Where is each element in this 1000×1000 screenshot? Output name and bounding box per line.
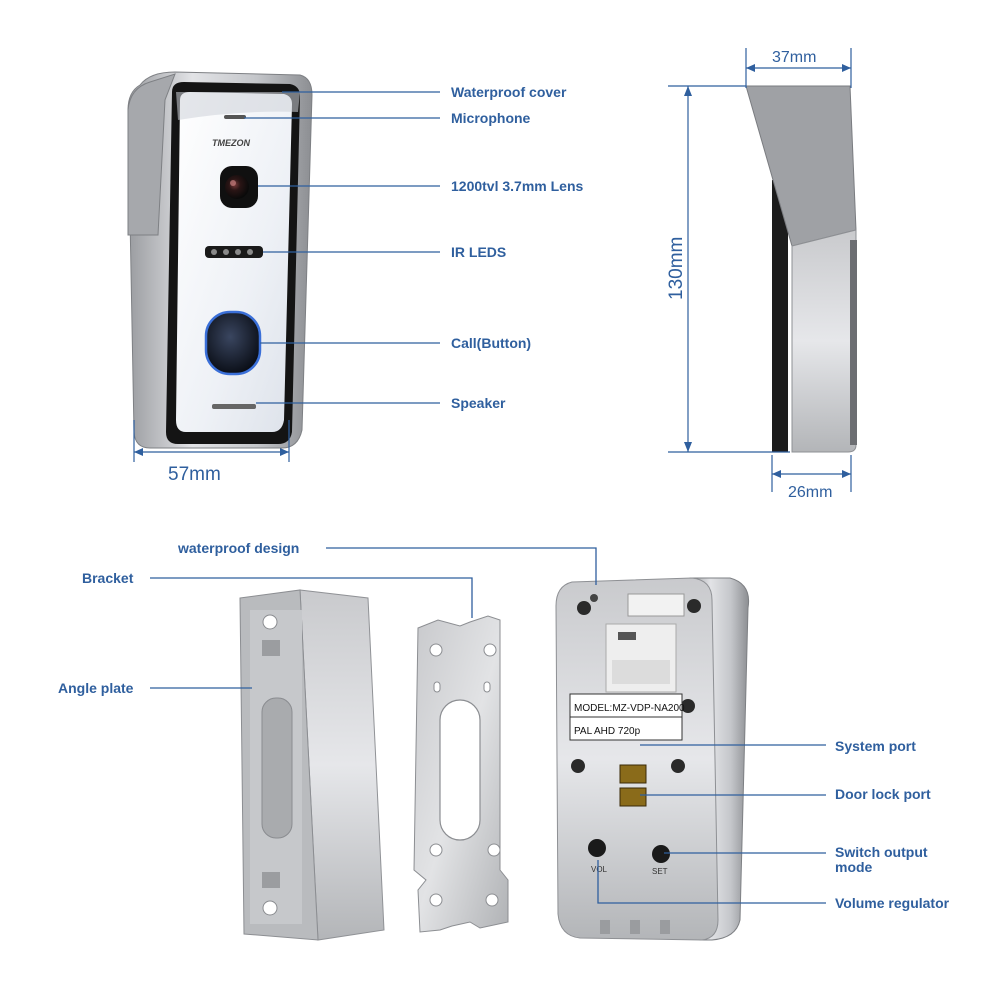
- vol-label: VOL: [591, 865, 608, 874]
- volume-knob: [588, 839, 606, 857]
- bracket: [413, 615, 509, 933]
- bracket-small-hole: [483, 681, 491, 693]
- set-label: SET: [652, 867, 668, 876]
- label-speaker: Speaker: [451, 395, 506, 411]
- front-view: TMEZON: [127, 71, 313, 449]
- side-back-wall: [772, 180, 788, 452]
- call-button: [204, 310, 262, 376]
- system-port: [619, 764, 647, 784]
- side-view: [745, 85, 857, 453]
- bracket-small-hole: [433, 681, 441, 693]
- label-switch-output-mode-2: mode: [835, 859, 873, 875]
- dim-26mm: 26mm: [788, 484, 832, 501]
- label-bracket: Bracket: [82, 570, 134, 586]
- bracket-hole-icon: [429, 843, 443, 857]
- dim-37mm: 37mm: [772, 49, 816, 66]
- screw-icon: [590, 594, 598, 602]
- label-volume-regulator: Volume regulator: [835, 895, 950, 911]
- ir-led: [247, 249, 253, 255]
- brand-logo: TMEZON: [212, 138, 250, 148]
- angle-plate-slot: [261, 697, 293, 839]
- screw-icon: [671, 759, 685, 773]
- label-waterproof-cover: Waterproof cover: [451, 84, 567, 100]
- label-system-port: System port: [835, 738, 916, 754]
- bottom-clip: [630, 920, 640, 934]
- bottom-leaders: [150, 547, 826, 904]
- ir-led-strip: [205, 246, 263, 258]
- door-lock-port: [619, 787, 647, 807]
- certification-sticker: [627, 593, 685, 617]
- label-microphone: Microphone: [451, 110, 531, 126]
- screw-icon: [577, 601, 591, 615]
- screw-hole-icon: [262, 900, 278, 916]
- side-body: [791, 229, 857, 453]
- angle-plate-tab: [262, 872, 280, 888]
- label-door-lock-port: Door lock port: [835, 786, 931, 802]
- label-switch-output-mode-1: Switch output: [835, 844, 928, 860]
- microphone-slot: [224, 115, 246, 119]
- bottom-labels: waterproof design Bracket Angle plate Sy…: [58, 540, 950, 911]
- ir-led: [223, 249, 229, 255]
- front-width-dimension: 57mm: [133, 420, 290, 485]
- bracket-hole-icon: [485, 893, 499, 907]
- front-leaders: [244, 91, 440, 404]
- bracket-hole-icon: [483, 643, 497, 657]
- label-angle-plate: Angle plate: [58, 680, 134, 696]
- ir-led: [235, 249, 241, 255]
- label-call-button: Call(Button): [451, 335, 531, 351]
- dim-130mm: 130mm: [666, 237, 687, 300]
- angle-plate-tab: [262, 640, 280, 656]
- lens-glint: [230, 180, 236, 186]
- settings-table-block: [612, 660, 670, 684]
- bracket-hole-icon: [429, 893, 443, 907]
- model-number: MODEL:MZ-VDP-NA200: [574, 703, 685, 714]
- bottom-clip: [660, 920, 670, 934]
- side-hood: [745, 85, 857, 247]
- video-format: PAL AHD 720p: [574, 726, 641, 737]
- front-labels: Waterproof cover Microphone 1200tvl 3.7m…: [451, 84, 584, 411]
- back-of-unit: MODEL:MZ-VDP-NA200 PAL AHD 720p VOL SET: [555, 577, 750, 941]
- bottom-clip: [600, 920, 610, 934]
- hood-shadow: [176, 92, 300, 120]
- camera-lens-icon: [225, 175, 249, 199]
- screw-icon: [681, 699, 695, 713]
- waterproof-cover: [127, 73, 176, 236]
- ir-led: [211, 249, 217, 255]
- label-waterproof-design: waterproof design: [177, 540, 299, 556]
- screw-hole-icon: [262, 614, 278, 630]
- dim-57mm: 57mm: [168, 464, 221, 485]
- bracket-hole-icon: [429, 643, 443, 657]
- side-dimensions: 37mm 130mm 26mm: [666, 48, 852, 501]
- set-knob: [652, 845, 670, 863]
- label-ir-leds: IR LEDS: [451, 244, 506, 260]
- speaker-grille: [212, 404, 256, 409]
- dip-switch: [618, 632, 636, 640]
- label-lens: 1200tvl 3.7mm Lens: [451, 178, 584, 194]
- bracket-slot: [439, 699, 481, 841]
- screw-icon: [571, 759, 585, 773]
- angle-plate: [239, 589, 385, 941]
- bracket-hole-icon: [487, 843, 501, 857]
- screw-icon: [687, 599, 701, 613]
- side-edge: [850, 240, 857, 445]
